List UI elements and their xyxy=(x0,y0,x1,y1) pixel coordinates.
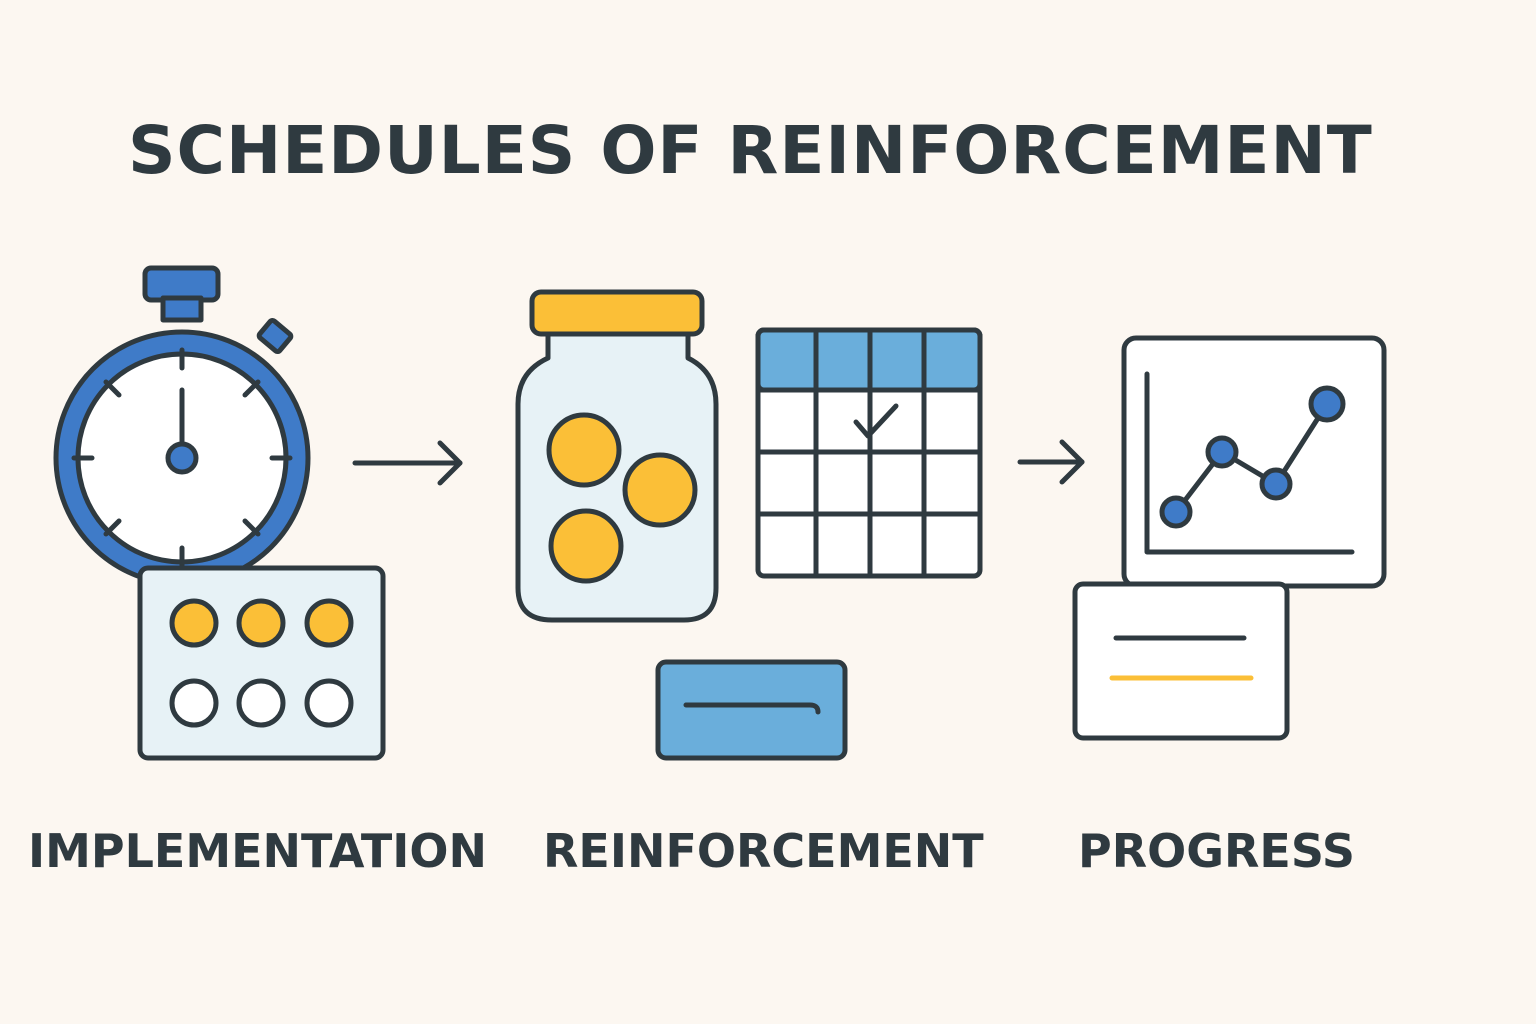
stopwatch-icon xyxy=(53,265,311,587)
step-label-progress: PROGRESS xyxy=(1078,824,1356,878)
note-card-icon xyxy=(1072,581,1290,741)
diagram-title: SCHEDULES OF REINFORCEMENT xyxy=(128,112,1373,189)
calendar-icon xyxy=(755,327,983,579)
card-icon xyxy=(655,659,848,761)
arrow-right-icon xyxy=(1017,439,1085,485)
line-chart-icon xyxy=(1121,335,1387,589)
checkmark-icon xyxy=(853,403,899,439)
token-jar-icon xyxy=(515,289,719,623)
arrow-right-icon xyxy=(352,440,463,486)
token-board-icon xyxy=(137,565,386,761)
step-label-implementation: IMPLEMENTATION xyxy=(28,824,487,878)
step-label-reinforcement: REINFORCEMENT xyxy=(543,824,984,878)
